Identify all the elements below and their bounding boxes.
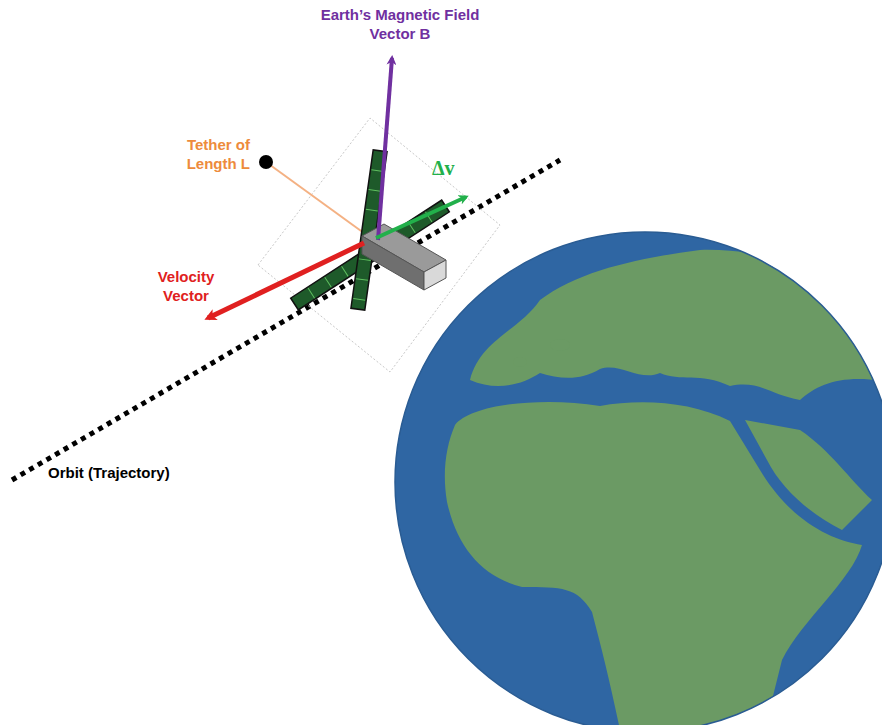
magnetic-field-arrow	[378, 58, 392, 240]
tether-label: Tether of Length L	[168, 136, 250, 174]
field-label: Earth’s Magnetic Field Vector B	[320, 6, 480, 44]
solar-panels	[291, 150, 450, 310]
delta-v-arrow	[376, 197, 466, 238]
tether-line	[266, 162, 368, 236]
frame	[258, 118, 500, 372]
velocity-label: Velocity Vector	[136, 268, 236, 306]
velocity-arrow	[208, 243, 364, 318]
orbit-line	[12, 160, 560, 480]
tether-mass	[259, 155, 273, 169]
delta-v-label: Δv	[432, 156, 482, 181]
orbit-label: Orbit (Trajectory)	[48, 464, 218, 483]
earth	[395, 232, 882, 725]
cubesat	[362, 224, 446, 290]
